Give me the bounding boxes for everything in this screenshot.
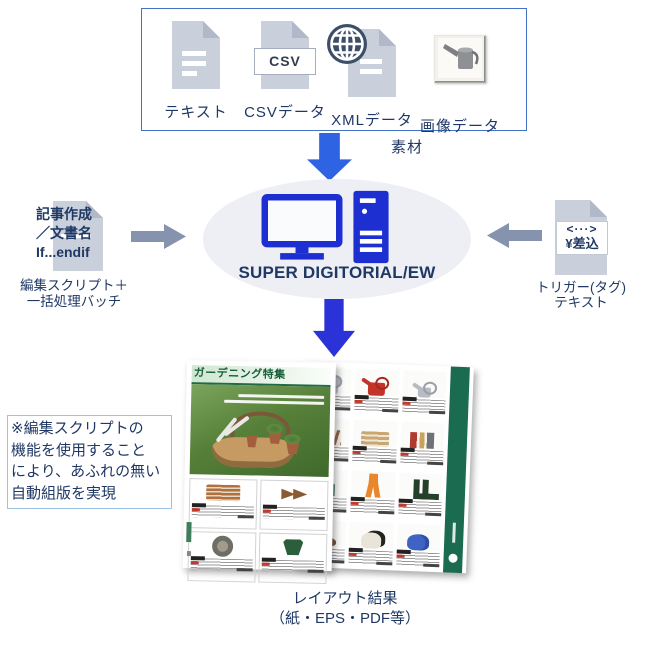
script-doc-line: ／文書名 [36,225,92,241]
system-name: SUPER DIGITORIAL/EW [238,263,436,282]
arrow-left-trigger-to-system-icon [487,223,542,248]
source-item-text: テキスト [152,21,240,125]
source-item-image: 画像データ [416,21,504,135]
product-photo [411,381,438,398]
script-doc-line: If...endif [36,244,90,260]
source-label-xml: XMLデータ [331,112,413,129]
script-doc-line: 記事作成 [36,206,92,222]
product-photo [281,487,307,502]
product-photo [364,473,382,498]
arrow-right-script-to-system-icon [131,224,186,249]
right-input-caption: トリガー(タグ) テキスト [536,280,626,310]
product-photo [283,539,303,555]
product-photo [410,479,431,500]
source-label-image: 画像データ [419,118,500,135]
product-photo [361,376,390,396]
feature-page-left: ガーデニング特集 [182,360,336,584]
photo-caption-line [238,394,325,399]
csv-badge: CSV [254,48,316,75]
computer-tower-icon [352,190,390,269]
script-document-icon [53,201,103,276]
page-number-circle [448,553,458,563]
garden-photo [189,384,331,477]
watering-can-photo-icon [434,35,486,83]
source-label-csv: CSVデータ [244,104,326,121]
monitor-icon [261,194,343,267]
arrow-down-sources-to-system-icon [307,133,352,181]
output-caption: レイアウト結果 （紙・EPS・PDF等） [269,590,420,627]
page-number [186,551,191,557]
materials-caption: 素材 [391,139,424,156]
layout-result-preview: ガーデニング特集 [182,356,483,586]
note-box: ※編集スクリプトの 機能を使用すること により、あふれの無い 自動組版を実現 [7,415,172,509]
source-label-text: テキスト [164,104,228,121]
arrow-down-system-to-output-icon [313,299,355,357]
photo-caption-line [224,399,325,405]
plant [284,434,301,445]
product-photo [407,533,430,551]
featured-product-grid [187,478,329,584]
product-photo [360,431,390,448]
magazine-title: ガーデニング特集 [193,367,286,382]
source-item-xml: XMLデータ [326,21,416,129]
text-document-icon [172,21,220,89]
product-photo [410,431,435,449]
left-input-caption: 編集スクリプト＋ 一括処理バッチ [20,278,128,309]
trigger-tag-label: <···> ¥差込 [556,221,608,255]
product-photo [206,484,241,502]
side-tab-text [452,522,456,543]
spine-marker [186,522,192,543]
source-item-csv: CSV CSVデータ [241,21,329,125]
product-photo [360,532,382,549]
plant [266,423,283,435]
product-photo [211,535,233,557]
source-materials-box: テキスト CSV CSVデータ [141,8,527,135]
page-side-tab [442,366,470,574]
system-node: SUPER DIGITORIAL/EW [203,179,471,299]
globe-icon [326,23,368,70]
script-document-text: 記事作成 ／文書名 If...endif [36,205,128,262]
